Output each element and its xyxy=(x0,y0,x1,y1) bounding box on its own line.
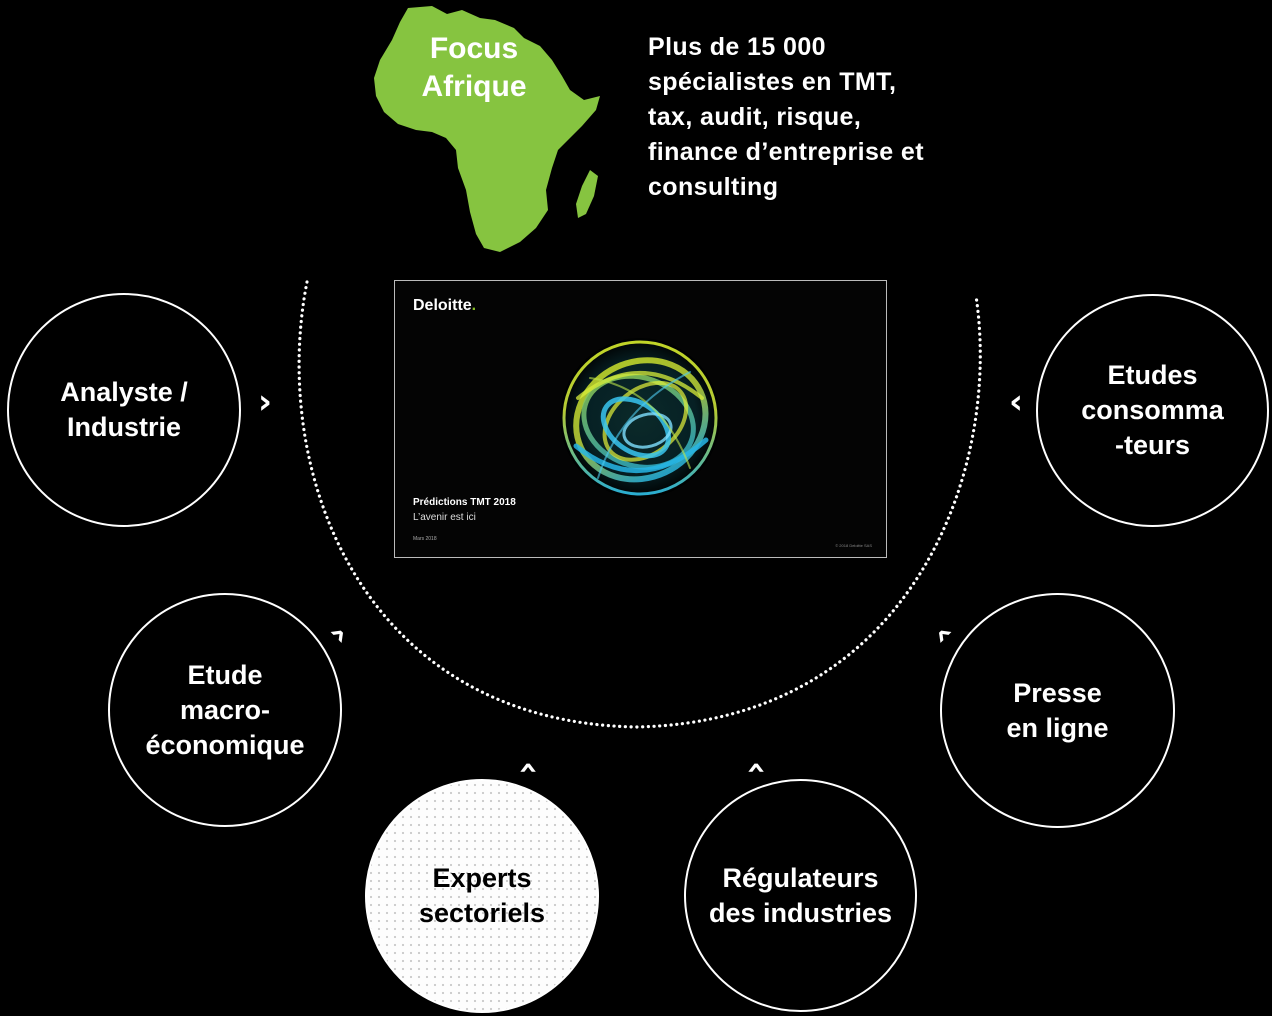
deloitte-logo-text: Deloitte xyxy=(413,297,472,314)
report-title: Prédictions TMT 2018 xyxy=(413,497,516,508)
source-label-consumers: Etudes consomma -teurs xyxy=(1081,360,1224,460)
source-node-analyst: Analyste / Industrie xyxy=(7,293,241,527)
source-label-macro: Etude macro- économique xyxy=(145,659,305,760)
madagascar-shape xyxy=(576,170,598,218)
source-label-experts: Experts sectoriels xyxy=(418,863,546,928)
source-label-press: Presse en ligne xyxy=(1006,677,1109,743)
report-copyright: © 2018 Deloitte SAS xyxy=(835,543,872,548)
report-date: Mars 2018 xyxy=(413,536,437,542)
report-subtitle: L’avenir est ici xyxy=(413,512,476,523)
source-node-experts: Experts sectoriels xyxy=(365,779,599,1013)
report-cover-thumbnail[interactable]: Deloitte. xyxy=(394,280,887,558)
focus-africa-label: Focus Afrique xyxy=(421,32,527,103)
source-node-press: Presse en ligne xyxy=(940,593,1175,828)
source-label-analyst: Analyste / Industrie xyxy=(60,377,188,442)
deloitte-logo-dot: . xyxy=(471,297,477,314)
dotted-arc xyxy=(297,280,982,729)
source-node-regulators: Régulateurs des industries xyxy=(684,779,917,1012)
specialists-fact-text: Plus de 15 000 spécialistes en TMT, tax,… xyxy=(648,33,924,201)
source-node-macro: Etude macro- économique xyxy=(108,593,342,827)
africa-map-icon xyxy=(374,6,600,252)
source-node-consumers: Etudes consomma -teurs xyxy=(1036,294,1269,527)
abstract-sphere-icon xyxy=(560,338,720,498)
source-label-regulators: Régulateurs des industries xyxy=(708,862,893,928)
deloitte-logo: Deloitte. xyxy=(413,297,476,315)
africa-shape xyxy=(374,6,600,252)
